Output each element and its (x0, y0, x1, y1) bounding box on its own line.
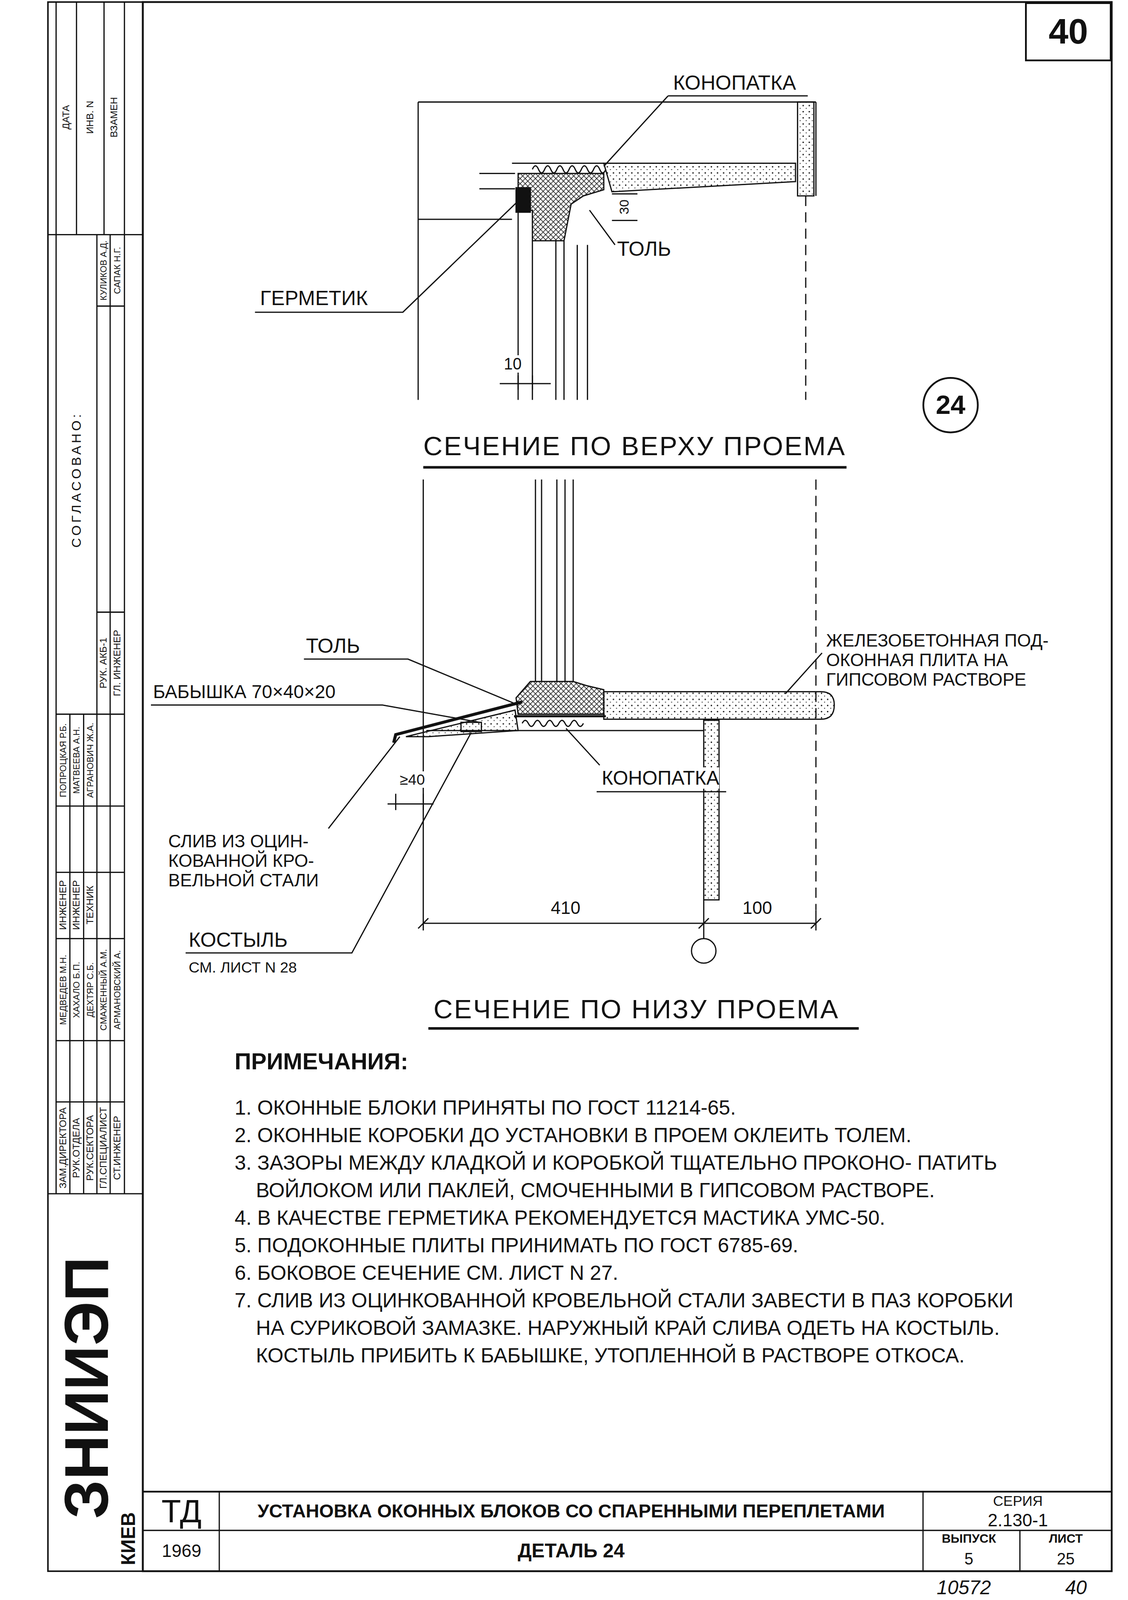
notes-heading: ПРИМЕЧАНИЯ: (234, 1048, 408, 1074)
title-block-cell: ТД (161, 1494, 202, 1527)
dimension: 10 (503, 355, 522, 373)
stamp-cell: ИНВ. N (85, 100, 95, 135)
part-label: ТОЛЬ (617, 237, 672, 261)
title-block-cell: ЛИСТ (1048, 1531, 1083, 1545)
part-label: КОСТЫЛЬ (188, 928, 288, 951)
title-block-cell: ВЫПУСК (941, 1531, 997, 1545)
stamp-cell: ДЕХТЯР С.Б. (85, 961, 95, 1018)
stamp-cell: РУК.СЕКТОРА (85, 1114, 95, 1181)
stamp-cell: АГРАНОВИЧ Ж.А. (85, 722, 95, 798)
note-item: 7. СЛИВ ИЗ ОЦИНКОВАННОЙ КРОВЕЛЬНОЙ СТАЛИ… (234, 1286, 1037, 1369)
stamp-cell: ТЕХНИК (85, 885, 95, 924)
stamp-cell: ИНЖЕНЕР (58, 879, 68, 930)
sheet-number: 40 (1048, 13, 1089, 50)
stamp-cell: ХАХАЛО Б.П. (71, 961, 81, 1018)
section-title: СЕЧЕНИЕ ПО НИЗУ ПРОЕМА (433, 994, 840, 1024)
note-item: 5. ПОДОКОННЫЕ ПЛИТЫ ПРИНИМАТЬ ПО ГОСТ 67… (234, 1230, 1037, 1259)
part-label: ТОЛЬ (305, 634, 361, 658)
circle-outline-shape (923, 377, 978, 433)
sheet-number-box: 40 (1025, 2, 1112, 62)
stamp-cell: ПОПРОЦКАЯ Р.Б. (58, 722, 68, 797)
dimension: 30 (617, 199, 631, 215)
title-block-cell: УСТАНОВКА ОКОННЫХ БЛОКОВ СО СПАРЕННЫМИ П… (257, 1501, 885, 1520)
stamp-cell: КУЛИКОВ А.Д. (98, 240, 108, 301)
title-block-cell: 1969 (161, 1541, 202, 1560)
stamp-cell: ГЛ.СПЕЦИАЛИСТ (98, 1106, 109, 1189)
stamp-cell: СТ.ИНЖЕНЕР (112, 1115, 123, 1180)
note-item: 2. ОКОННЫЕ КОРОБКИ ДО УСТАНОВКИ В ПРОЕМ … (234, 1120, 1037, 1149)
section-title: СЕЧЕНИЕ ПО ВЕРХУ ПРОЕМА (423, 431, 847, 461)
stamp-cell: СОГЛАСОВАНО: (69, 411, 84, 548)
dimension: 410 (550, 897, 581, 918)
archive-number: 10572 (936, 1577, 991, 1597)
archive-number: 40 (1064, 1577, 1087, 1597)
note-item: 6. БОКОВОЕ СЕЧЕНИЕ СМ. ЛИСТ N 27. (234, 1258, 1037, 1287)
note-item: 1. ОКОННЫЕ БЛОКИ ПРИНЯТЫ ПО ГОСТ 11214-6… (234, 1093, 1037, 1121)
title-block-cell: 2.130-1 (987, 1510, 1049, 1529)
institute-logo: ЗНИИЭП (55, 1255, 118, 1518)
stamp-cell: ГЛ. ИНЖЕНЕР (112, 629, 123, 697)
stamp-cell: РУК. АКБ-1 (98, 637, 109, 689)
stamp-cell: САПАК Н.Г. (112, 246, 122, 294)
part-label: КОНОПАТКА (672, 71, 796, 95)
part-label: БАБЫШКА 70×40×20 (153, 681, 336, 702)
stamp-cell: МАТВЕЕВА А.Н. (71, 726, 81, 794)
stamp-cell: ИНЖЕНЕР (71, 879, 82, 930)
note-item: 3. ЗАЗОРЫ МЕЖДУ КЛАДКОЙ И КОРОБКОЙ ТЩАТЕ… (234, 1148, 1037, 1204)
callout-number: 24 (935, 391, 966, 419)
stamp-cell: ВЗАМЕН (109, 97, 119, 138)
part-label: ГЕРМЕТИК (260, 286, 369, 310)
reference-note: СМ. ЛИСТ N 28 (188, 958, 297, 976)
note-item: 4. В КАЧЕСТВЕ ГЕРМЕТИКА РЕКОМЕНДУЕТСЯ МА… (234, 1203, 1037, 1231)
institute-logo: КИЕВ (118, 1511, 139, 1565)
stamp-cell: РУК.ОТДЕЛА (71, 1117, 82, 1178)
part-label: ЖЕЛЕЗОБЕТОННАЯ ПОД- ОКОННАЯ ПЛИТА НА ГИП… (826, 630, 1094, 689)
stamp-cell: ДАТА (61, 105, 72, 130)
part-label: СЛИВ ИЗ ОЦИН- КОВАННОЙ КРО- ВЕЛЬНОЙ СТАЛ… (168, 831, 355, 890)
stamp-cell: МЕДВЕДЕВ М.Н. (58, 953, 68, 1025)
stamp-cell: СМАЖЕННЫЙ А.М. (98, 948, 108, 1031)
dimension: ≥40 (399, 771, 425, 788)
title-block-cell: 5 (964, 1550, 974, 1567)
stamp-cell: ЗАМ.ДИРЕКТОРА (58, 1106, 68, 1188)
title-block-cell: 25 (1056, 1550, 1075, 1567)
part-label: КОНОПАТКА (601, 767, 720, 789)
title-block-cell: СЕРИЯ (993, 1493, 1043, 1508)
detail-callout-circle: 24 (922, 376, 980, 434)
stamp-cell: АРМАНОВСКИЙ А. (112, 949, 122, 1029)
dimension: 100 (742, 897, 773, 918)
title-block-cell: ДЕТАЛЬ 24 (517, 1540, 625, 1560)
